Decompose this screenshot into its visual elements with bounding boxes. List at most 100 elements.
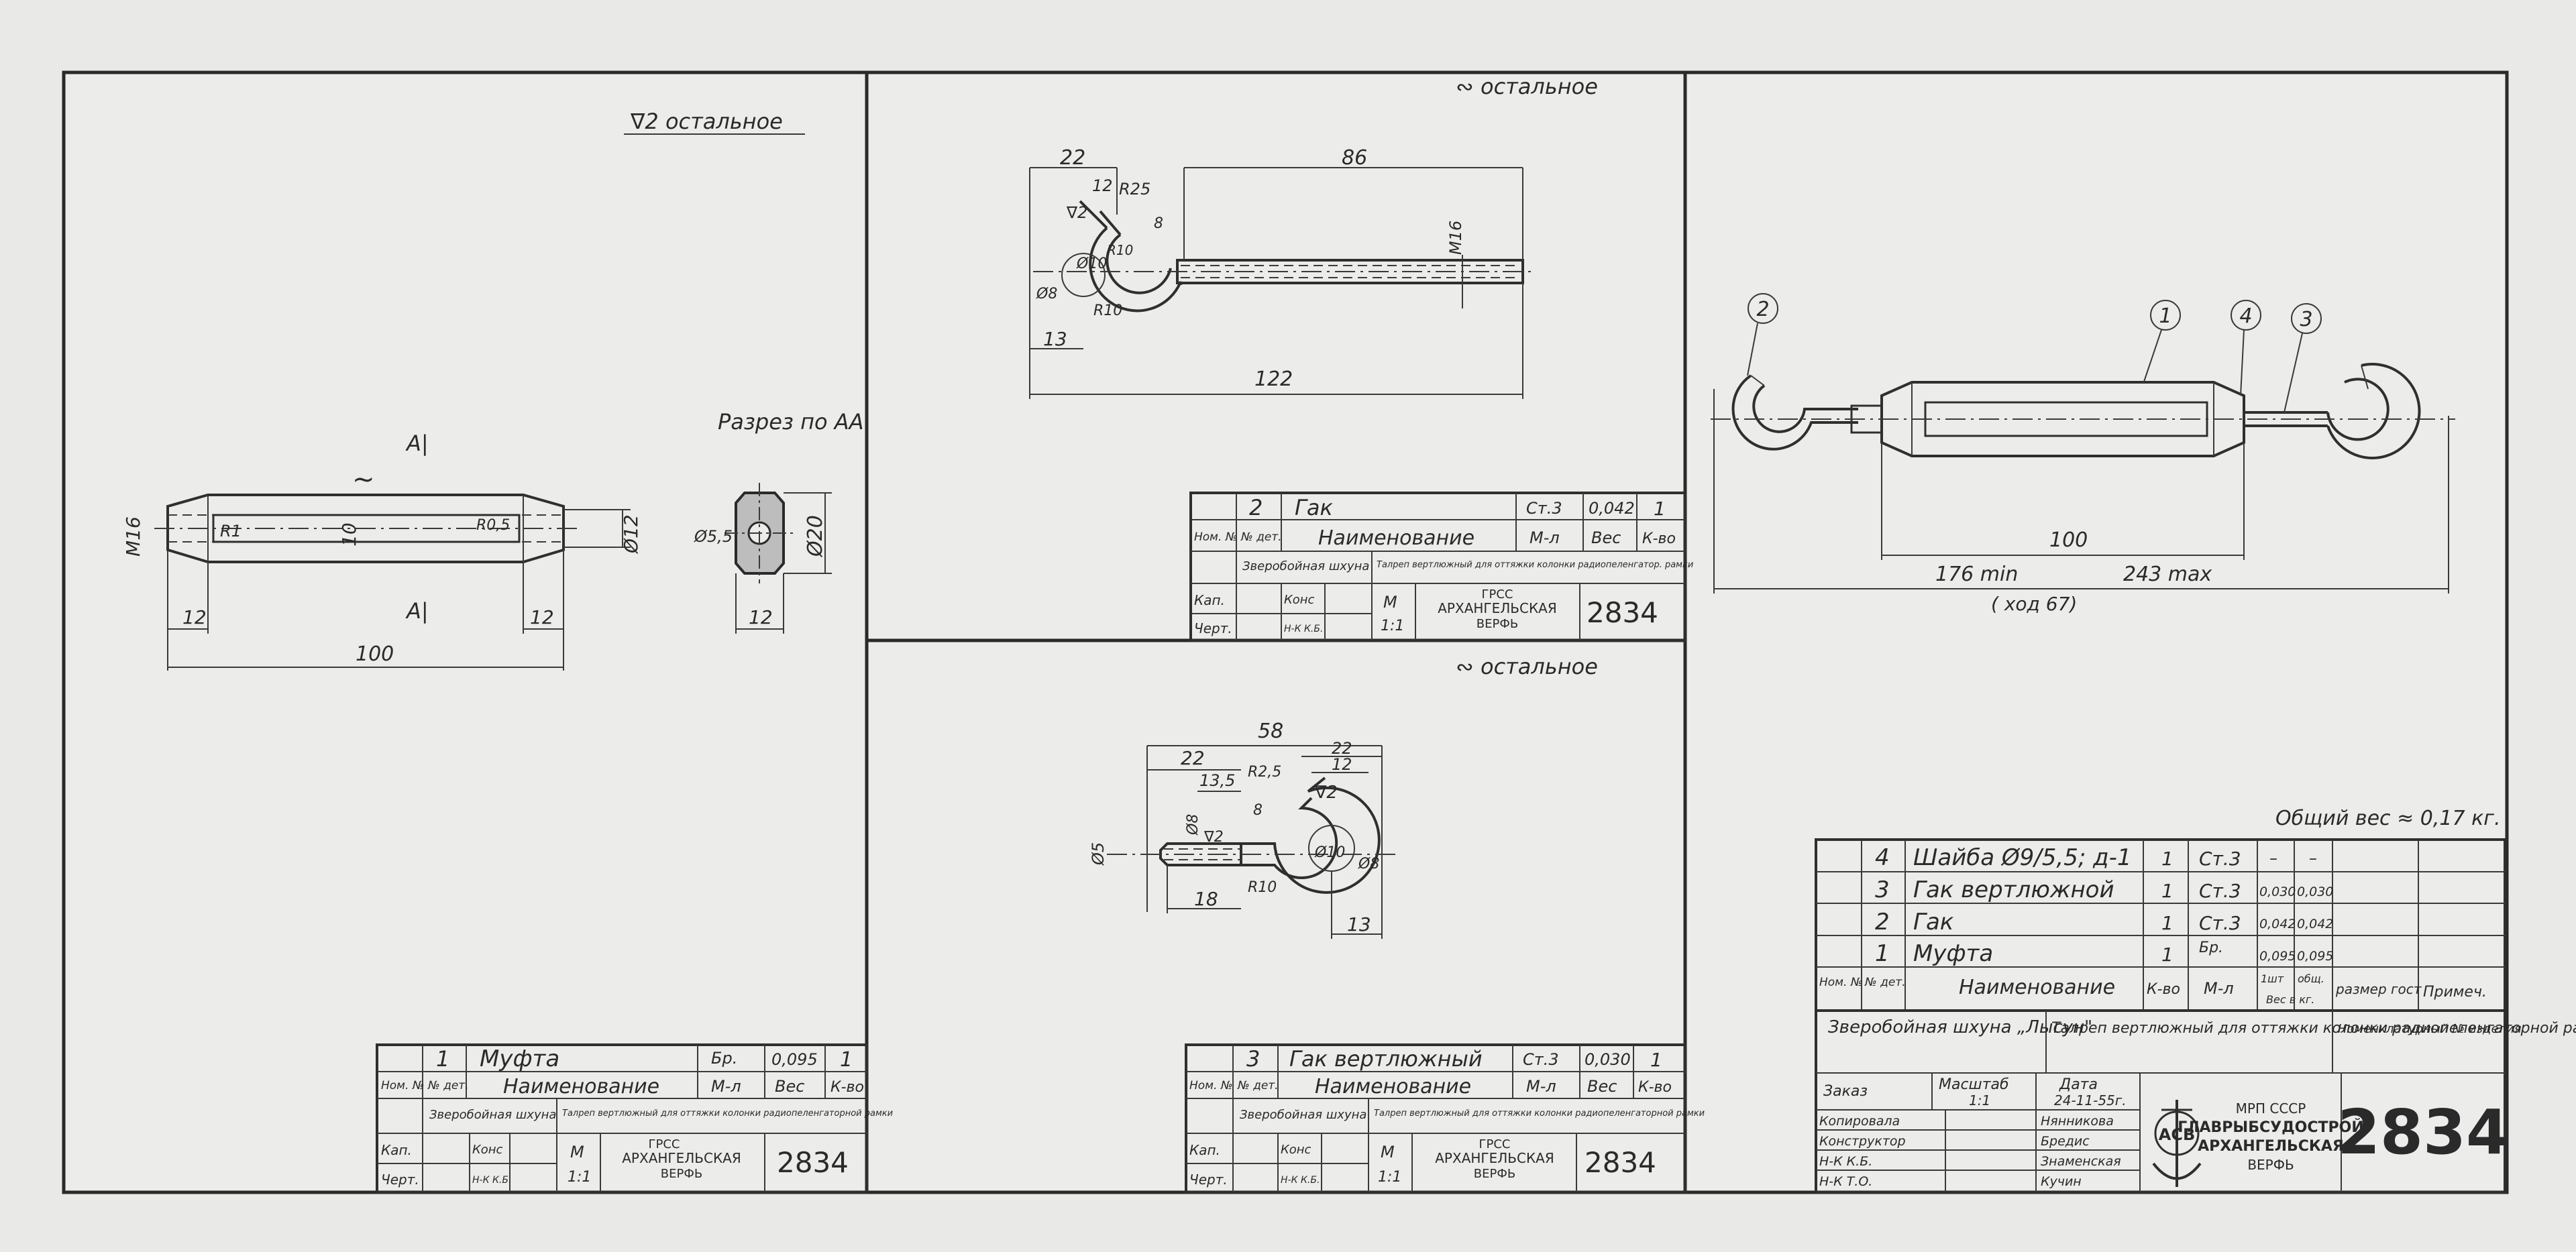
part-row-4: 4 Шайба Ø9/5,5; д-1 1 Ст.3 – – [1875,844,2317,871]
swivel-dim-w22b: 22 [1332,739,1352,758]
main-date-v: 24-11-55г. [2054,1092,2127,1108]
tb3-h-name: Наименование [1315,1075,1471,1098]
tb-h-det: № дет. [427,1079,469,1092]
hook-dim-r25: R25 [1119,180,1150,198]
hook-dim-w22: 22 [1060,146,1085,170]
part-row-3: 3 Гак вертлюжной 1 Ст.3 0,030 0,030 [1875,876,2333,903]
tb-nk: Н-К К.Б. [472,1175,511,1186]
tb3-scale-m: М [1381,1143,1395,1161]
tb3-material: Ст.3 [1523,1050,1559,1069]
tb3-nk: Н-К К.Б. [1281,1175,1320,1186]
svg-text:Ст.3: Ст.3 [2199,848,2241,870]
main-nomen: Номенклатурный № изделия [2338,1022,2522,1036]
tb3-pos: 3 [1246,1046,1260,1072]
title-block-muft: 1 Муфта Бр. 0,095 1 Ном. № № дет. Наимен… [376,1043,893,1194]
tb3-vessel: Зверобойная шхуна [1240,1108,1366,1122]
tb-cher: Черт. [381,1172,419,1188]
tb-org1: ГРСС [649,1137,680,1151]
tb3-name: Гак вертлюжный [1289,1046,1483,1072]
svg-text:М-л: М-л [2204,979,2234,998]
svg-text:1шт: 1шт [2261,972,2284,985]
section-mark-top: А| [405,431,429,456]
tb-number: 2834 [777,1146,849,1179]
main-number: 2834 [2337,1096,2509,1168]
panel-swivel-hook: ∾ остальное 58 22 13,5 R2,5 22 12 ∇2 Ø5 [1089,654,1705,1194]
tb2-h-qty: К-во [1642,530,1676,547]
tb-h-weight: Вес [775,1077,804,1096]
role-1: Конструктор [1819,1134,1906,1149]
tb2-scale-m: М [1383,593,1397,612]
svg-text:Муфта: Муфта [1913,940,1993,967]
swivel-dim-w58: 58 [1258,720,1283,743]
tb2-qty: 1 [1654,498,1666,520]
tb3-cher: Черт. [1189,1172,1228,1188]
swivel-dim-c2a: ∇2 [1203,829,1224,846]
tb2-org1: ГРСС [1482,587,1513,602]
svg-text:Наименование: Наименование [1959,976,2115,999]
svg-text:Гак вертлюжной: Гак вертлюжной [1913,876,2114,903]
svg-text:Шайба Ø9/5,5; д-1: Шайба Ø9/5,5; д-1 [1913,844,2132,871]
dim-r1: R1 [220,522,241,540]
tb3-h-mat: М-л [1526,1077,1556,1096]
panel-muft: ∇2 остальное ~ M16 R1 10 R0,5 Ø12 А| А| [122,109,893,1194]
tb-name: Муфта [480,1045,559,1072]
tb-material: Бр. [711,1049,737,1068]
parts-header: Ном. № № дет. Наименование К-во М-л 1шт … [1819,972,2487,1006]
tb3-h-pos: Ном. № [1189,1079,1233,1092]
svg-text:0,095: 0,095 [2259,949,2296,964]
dim-w12: 12 [749,606,773,628]
dim-d10: 10 [338,522,360,547]
tb2-assembly: Талреп вертлюжный для оттяжки колонки ра… [1377,560,1693,570]
tb2-nk: Н-К К.Б. [1284,624,1323,634]
svg-text:Примеч.: Примеч. [2423,984,2487,1001]
assembly-drawing: 2 1 4 3 100 176 min 243 max ( ход 67) [1711,293,2455,615]
svg-text:1: 1 [1875,940,1890,967]
hook-dim-m16: M16 [1446,221,1465,255]
svg-text:3: 3 [1875,876,1890,903]
role-3: Н-К Т.О. [1819,1174,1872,1189]
tb-h-name: Наименование [503,1075,659,1098]
main-vessel: Зверобойная шхуна „Лысун" [1828,1017,2092,1037]
tb-weight: 0,095 [771,1050,818,1069]
tb-h-pos: Ном. № [381,1079,425,1092]
role-2-name: Знаменская [2041,1154,2121,1169]
section-mark-bottom: А| [405,598,429,624]
tb2-org2: АРХАНГЕЛЬСКАЯ [1438,600,1557,616]
hook-surface-note: ∾ остальное [1456,74,1598,99]
hook-dim-c2: ∇2 [1066,203,1087,222]
swivel-dim-g8: 8 [1253,802,1263,819]
svg-text:№ дет.: № дет. [1864,976,1906,989]
panel-hook: ∾ остальное 22 12 R25 ∇2 8 Ø10 Ø8 R10 R1… [1029,74,1693,642]
hook-dim-r10a: R10 [1107,242,1133,258]
svg-text:0,042: 0,042 [2297,917,2333,931]
swivel-dim-r10: R10 [1248,879,1277,896]
asm-dim-stroke: ( ход 67) [1991,593,2077,615]
part-row-1: 1 Муфта 1 Бр. 0,095 0,095 [1875,940,2333,967]
tb-kons: Конс [472,1143,503,1157]
tb3-org1: ГРСС [1479,1137,1511,1151]
main-title-block: Зверобойная шхуна „Лысун" Талреп вертлюж… [1815,1009,2576,1194]
tb-org2: АРХАНГЕЛЬСКАЯ [622,1150,741,1166]
asm-dim-len176: 176 min [1935,563,2018,586]
panel-assembly: 2 1 4 3 100 176 min 243 max ( ход 67) Об… [1711,293,2576,1194]
dim-len12b: 12 [530,606,554,628]
svg-text:0,030: 0,030 [2297,885,2333,899]
title-block-swivel: 3 Гак вертлюжный Ст.3 0,030 1 Ном. № № д… [1185,1043,1705,1194]
svg-text:К-во: К-во [2147,981,2180,998]
tb2-scale-v: 1:1 [1381,618,1404,634]
main-assembly: Талреп вертлюжный для оттяжки колонки ра… [2051,1020,2576,1037]
tb-qty: 1 [840,1048,853,1072]
tb2-kap: Кап. [1194,592,1225,608]
swivel-dim-d5: Ø5 [1089,842,1108,866]
main-org3: АРХАНГЕЛЬСКАЯ [2198,1138,2344,1155]
tb-assembly: Талреп вертлюжный для оттяжки колонки ра… [562,1108,893,1119]
surface-note: ∇2 остальное [630,109,783,134]
tb3-kap: Кап. [1189,1142,1220,1158]
tb-h-mat: М-л [711,1077,741,1096]
tb3-assembly: Талреп вертлюжный для оттяжки колонки ра… [1374,1108,1705,1119]
tb2-h-name: Наименование [1318,526,1474,550]
dim-r05: R0,5 [476,517,510,534]
asm-dim-len100: 100 [2049,528,2088,552]
role-0-name: Нянникова [2041,1114,2114,1129]
svg-text:Ст.3: Ст.3 [2199,880,2241,902]
